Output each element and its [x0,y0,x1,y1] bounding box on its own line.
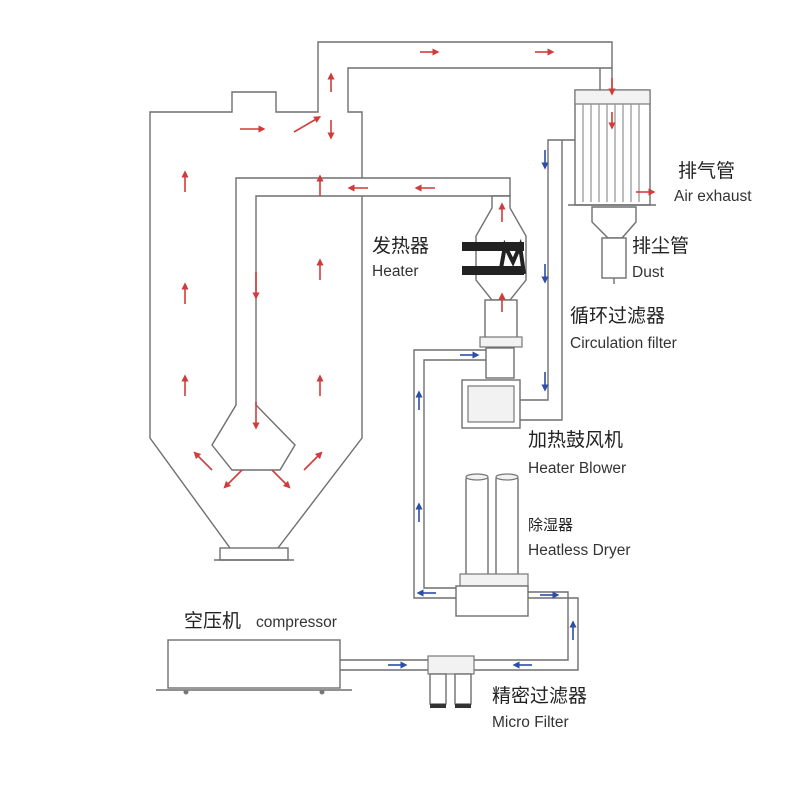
dust-cone [591,206,637,239]
compressor [156,639,352,695]
heater-coil-top [462,242,524,251]
label-dust-en: Dust [632,264,665,281]
label-circulation-filter-cn: 循环过滤器 [570,305,665,327]
label-dust-cn: 排尘管 [632,235,689,257]
hot-air-arrows [181,48,656,489]
label-heater-en: Heater [372,263,419,280]
label-air-exhaust-cn: 排气管 [678,160,735,182]
heater [462,195,527,348]
label-micro-filter-en: Micro Filter [492,714,569,731]
micro-filter [427,655,475,708]
circulation-filter-housing [568,89,656,284]
label-heater-blower-cn: 加热鼓风机 [528,429,623,451]
inner-cone [211,177,511,471]
heater-blower [461,347,521,429]
heatless-dryer [455,473,529,617]
dry-air-arrows [388,150,577,669]
label-circulation-filter-en: Circulation filter [570,335,677,352]
label-heatless-dryer-en: Heatless Dryer [528,542,631,559]
hopper [149,41,613,561]
heater-neck [484,299,518,341]
label-heater-cn: 发热器 [372,235,429,257]
label-air-exhaust-en: Air exhaust [674,188,752,205]
labels: 排气管 Air exhaust 排尘管 Dust 发热器 Heater 循环过滤… [184,160,752,731]
label-compressor-cn: 空压机 [184,610,241,632]
label-compressor-en: compressor [256,614,337,631]
label-micro-filter-cn: 精密过滤器 [492,685,587,707]
hopper-outlet [219,547,289,561]
heater-coil-bottom [462,266,524,275]
label-heater-blower-en: Heater Blower [528,460,626,477]
dust-pipe [601,237,627,279]
label-heatless-dryer-cn: 除湿器 [528,516,573,534]
